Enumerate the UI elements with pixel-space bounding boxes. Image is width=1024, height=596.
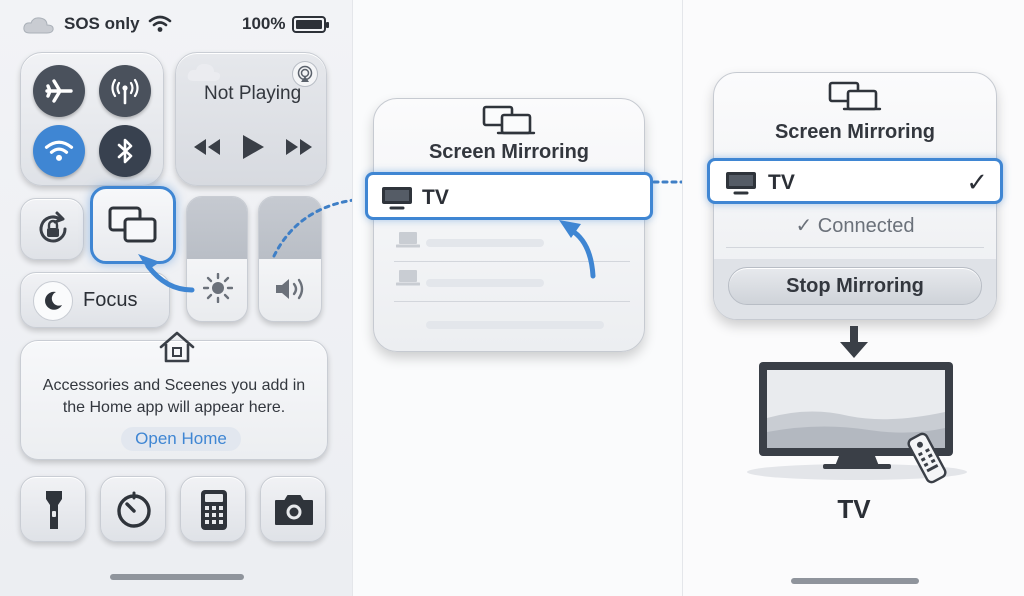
device-row-tv[interactable]: TV	[365, 172, 653, 220]
connected-status: ✓ Connected	[795, 215, 915, 237]
open-home-button[interactable]: Open Home	[121, 427, 241, 451]
airplane-icon	[45, 79, 73, 103]
connectivity-tile	[20, 52, 164, 186]
wifi-button[interactable]	[33, 125, 85, 177]
cloud-icon	[23, 17, 54, 34]
stop-mirroring-button[interactable]: Stop Mirroring	[728, 267, 982, 305]
divider	[394, 261, 630, 262]
media-controls	[192, 133, 312, 161]
divider	[394, 301, 630, 302]
moon-icon	[33, 281, 73, 321]
home-message-line-1: Accessories and Sceenes you add in	[42, 377, 306, 394]
home-indicator	[791, 578, 919, 584]
airplane-mode-button[interactable]	[33, 65, 85, 117]
tv-icon	[382, 187, 412, 210]
screen-mirroring-button[interactable]	[90, 186, 176, 264]
screen-mirroring-title: Screen Mirroring	[428, 141, 590, 163]
calculator-button[interactable]	[180, 476, 246, 542]
home-icon	[159, 331, 195, 363]
device-row-tv[interactable]: TV ✓	[707, 158, 1003, 204]
battery-icon	[292, 16, 329, 33]
control-center-panel: SOS only 100%	[0, 0, 352, 596]
focus-label: Focus	[83, 289, 138, 311]
play-icon[interactable]	[240, 133, 266, 161]
rotation-lock-icon	[39, 211, 67, 243]
rotation-lock-button[interactable]	[20, 198, 84, 260]
calculator-icon	[201, 490, 227, 530]
destination-label: TV	[837, 494, 871, 524]
home-tile: Accessories and Sceenes you add in the H…	[20, 331, 328, 460]
pointer-arrow-icon	[138, 254, 195, 293]
flashlight-icon	[46, 491, 62, 529]
brightness-track-empty	[187, 197, 247, 259]
screen-mirroring-picker-panel: Screen Mirroring TV	[352, 0, 682, 596]
screen-mirroring-title: Screen Mirroring	[774, 121, 936, 143]
screen-mirroring-icon	[482, 105, 536, 135]
tv-illustration-icon	[747, 362, 967, 480]
tv-icon	[726, 172, 756, 195]
home-message-line-2: the Home app will appear here.	[62, 399, 286, 416]
down-arrow-icon	[840, 326, 868, 358]
screen-mirroring-connected-panel: Screen Mirroring ✓ Connected Stop Mirror…	[682, 0, 1024, 596]
now-playing-title: Not Playing	[204, 83, 302, 104]
timer-button[interactable]	[100, 476, 166, 542]
sun-icon	[203, 273, 233, 303]
placeholder-device-2	[426, 279, 544, 287]
device-label: TV	[768, 171, 795, 194]
laptop-icon	[396, 270, 420, 286]
bluetooth-icon	[117, 138, 133, 164]
placeholder-device-1	[426, 239, 544, 247]
device-label: TV	[422, 186, 449, 209]
focus-button[interactable]: Focus	[20, 272, 170, 328]
carrier-label: SOS only	[64, 14, 140, 33]
volume-track-empty	[259, 197, 321, 259]
flashlight-button[interactable]	[20, 476, 86, 542]
checkmark-icon: ✓	[966, 168, 988, 198]
screen-mirroring-icon	[828, 81, 882, 111]
fast-forward-icon[interactable]	[284, 137, 314, 157]
bluetooth-button[interactable]	[99, 125, 151, 177]
speaker-icon	[276, 278, 304, 300]
placeholder-device-3	[426, 321, 604, 329]
battery-percent: 100%	[242, 14, 286, 33]
divider	[726, 247, 984, 248]
airplay-icon[interactable]	[292, 61, 318, 87]
volume-slider[interactable]	[258, 196, 322, 322]
volume-fill	[259, 259, 321, 321]
camera-icon	[275, 495, 313, 525]
rewind-icon[interactable]	[192, 137, 222, 157]
laptop-icon	[396, 232, 420, 248]
screen-mirroring-icon	[108, 206, 157, 243]
remote-icon	[907, 432, 947, 484]
camera-button[interactable]	[260, 476, 326, 542]
cloud-decoration-icon	[187, 63, 221, 81]
timer-icon	[117, 491, 151, 528]
wifi-icon	[44, 140, 74, 161]
now-playing-tile[interactable]: Not Playing	[175, 52, 327, 186]
wifi-icon	[148, 15, 172, 32]
antenna-icon	[111, 78, 139, 105]
home-indicator	[110, 574, 244, 580]
screen-mirroring-card: Screen Mirroring	[373, 98, 645, 352]
brightness-slider[interactable]	[186, 196, 248, 322]
cellular-data-button[interactable]	[99, 65, 151, 117]
pointer-arrow-icon	[559, 220, 596, 279]
